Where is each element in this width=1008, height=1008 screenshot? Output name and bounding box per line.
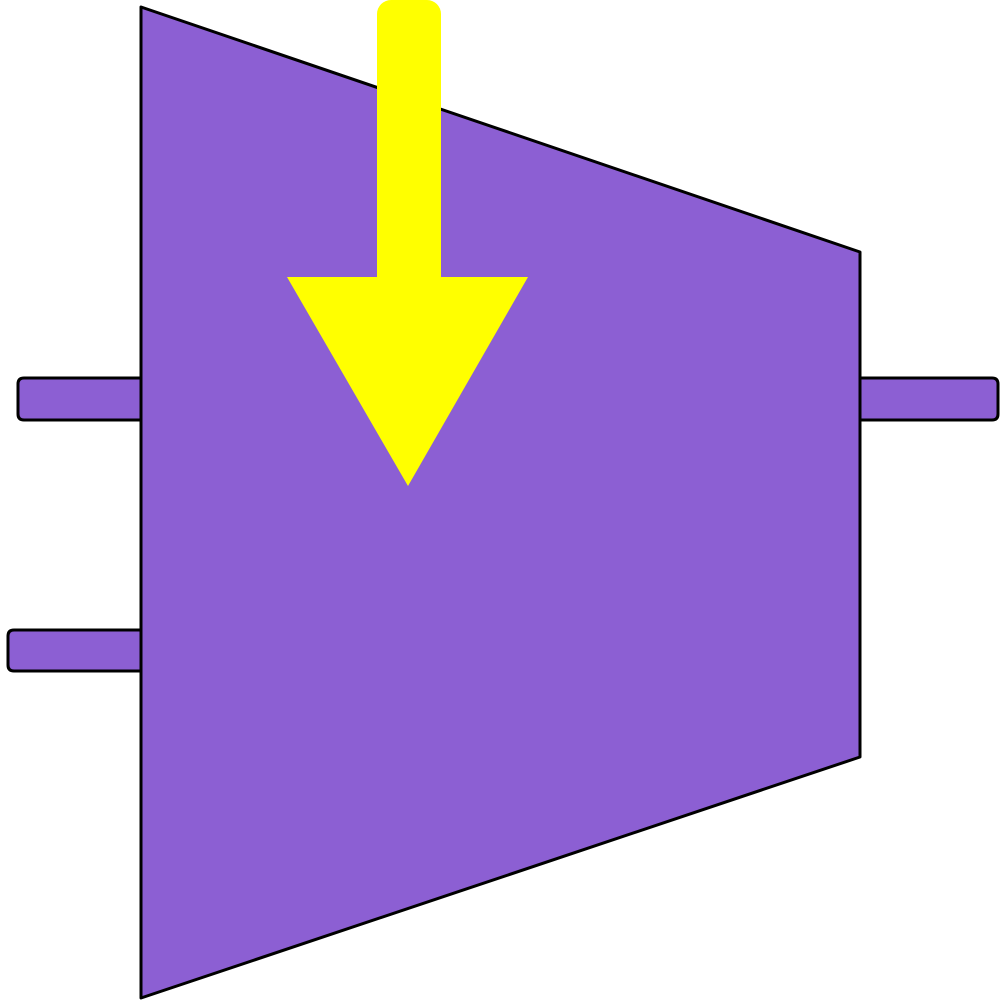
- input-pin-2: [6, 628, 141, 673]
- arrow-head: [287, 277, 528, 486]
- input-pin-1: [16, 376, 141, 422]
- arrow-shaft: [377, 0, 441, 292]
- trapezoid-body: [139, 5, 862, 1000]
- output-pin: [860, 376, 1000, 422]
